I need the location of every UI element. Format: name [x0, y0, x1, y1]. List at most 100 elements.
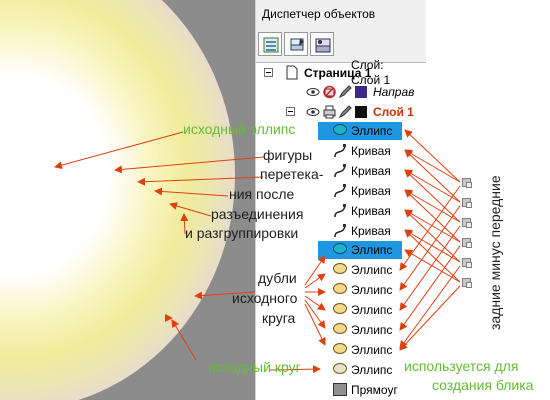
page-row[interactable]: Страница 1	[256, 63, 426, 83]
arrow	[404, 209, 461, 243]
arrow	[404, 169, 461, 203]
arrow	[304, 295, 326, 311]
annotation-intersection-2: ния после	[229, 186, 295, 202]
object-row-ellipse[interactable]: Эллипс	[256, 280, 426, 300]
object-row-curve[interactable]: Кривая	[256, 201, 426, 221]
curve-icon	[334, 184, 346, 198]
curve-icon	[334, 224, 346, 238]
object-label: Прямоуг	[351, 383, 398, 397]
printer-icon[interactable]	[323, 105, 336, 119]
arrow	[180, 213, 189, 235]
arrow	[137, 176, 264, 186]
panel-title: Диспетчер объектов	[256, 0, 426, 28]
drawing-canvas[interactable]	[0, 0, 255, 400]
source-circle	[0, 0, 235, 400]
layer-1-row[interactable]: Слой 1	[256, 102, 426, 122]
object-row-ellipse[interactable]: Эллипс	[256, 360, 426, 380]
arrow	[399, 265, 461, 349]
panel-toolbar: Слой: Слой 1	[256, 28, 426, 87]
arrow	[399, 245, 461, 331]
object-row-ellipse[interactable]: Эллипс	[256, 300, 426, 320]
ellipse-icon	[333, 243, 347, 254]
collapse-layer-toggle[interactable]	[286, 107, 295, 116]
object-row-ellipse[interactable]: Эллипс	[256, 260, 426, 280]
arrow	[154, 187, 229, 197]
back-minus-front-icon	[462, 198, 472, 208]
object-label: Эллипс	[351, 303, 393, 317]
pencil-icon[interactable]	[338, 85, 352, 99]
object-label: Кривая	[351, 144, 391, 158]
layer-manager-icon	[315, 38, 331, 53]
object-row-curve[interactable]: Кривая	[256, 221, 426, 241]
rectangle-icon	[333, 383, 347, 396]
back-minus-front-icon	[462, 238, 472, 248]
arrow	[404, 229, 461, 263]
collapse-page-toggle[interactable]	[264, 68, 273, 77]
object-label: Кривая	[351, 204, 391, 218]
page-icon	[286, 65, 298, 80]
properties-icon	[263, 37, 279, 53]
arrow	[171, 319, 197, 361]
object-row-ellipse[interactable]: Эллипс	[256, 340, 426, 360]
object-label: Кривая	[351, 224, 391, 238]
object-label: Эллипс	[351, 124, 393, 138]
pencil-icon[interactable]	[338, 105, 352, 119]
layer-label: Слой:	[351, 58, 384, 72]
layer-color-swatch	[355, 86, 367, 98]
curve-icon	[334, 204, 346, 218]
layer-manager-view-button[interactable]	[310, 32, 334, 56]
object-row-rectangle[interactable]: Прямоуг	[256, 380, 426, 400]
ellipse-icon	[333, 124, 347, 135]
page-label: Страница 1	[304, 66, 372, 80]
object-row-ellipse-selected[interactable]: Эллипс	[256, 240, 426, 260]
annotation-source-circle: исходный круг	[208, 359, 301, 375]
eye-icon[interactable]	[306, 107, 320, 117]
ellipse-icon	[333, 343, 347, 354]
object-label: Эллипс	[351, 243, 393, 257]
annotation-used-for-1: используется для	[404, 358, 519, 374]
object-row-curve[interactable]: Кривая	[256, 141, 426, 161]
ellipse-icon	[333, 263, 347, 274]
arrow	[404, 189, 461, 243]
annotation-dupes-3: круга	[262, 310, 296, 326]
no-print-icon[interactable]	[323, 85, 336, 99]
object-row-ellipse-source[interactable]: Эллипс	[256, 121, 426, 141]
arrow	[399, 185, 461, 271]
edit-across-layers-button[interactable]	[284, 32, 308, 56]
object-label: Эллипс	[351, 323, 393, 337]
guides-label: Направ	[373, 85, 415, 99]
ellipse-icon	[333, 323, 347, 334]
arrow	[404, 149, 461, 203]
back-minus-front-icon	[462, 178, 472, 188]
object-label: Кривая	[351, 184, 391, 198]
annotation-source-ellipse: исходный эллипс	[183, 121, 296, 137]
back-minus-front-icon	[462, 278, 472, 288]
object-row-curve[interactable]: Кривая	[256, 181, 426, 201]
annotation-used-for-2: создания блика	[432, 377, 534, 393]
object-row-ellipse[interactable]: Эллипс	[256, 320, 426, 340]
arrow	[404, 169, 461, 223]
object-label: Эллипс	[351, 263, 393, 277]
object-label: Эллипс	[351, 283, 393, 297]
current-layer-info: Слой: Слой 1	[351, 58, 390, 88]
back-minus-front-icon	[462, 218, 472, 228]
annotation-intersection-1: перетека-	[260, 166, 324, 182]
object-manager-panel: Диспетчер объектов Слой: Слой 1	[255, 0, 426, 400]
arrow	[404, 129, 461, 183]
object-row-curve[interactable]: Кривая	[256, 161, 426, 181]
layer-color-swatch	[355, 106, 367, 118]
show-properties-button[interactable]	[258, 32, 282, 56]
arrow	[194, 291, 256, 300]
guides-layer-row[interactable]: Направ	[256, 82, 426, 102]
annotation-dupes-2: исходного	[232, 290, 298, 306]
arrow	[114, 156, 265, 174]
layers-edit-icon	[290, 38, 304, 51]
eye-icon[interactable]	[306, 87, 320, 97]
arrow	[304, 255, 326, 286]
arrow	[304, 303, 326, 346]
arrow	[399, 285, 461, 351]
annotation-figures: фигуры	[263, 147, 313, 163]
arrow	[169, 202, 212, 217]
ellipse-icon	[333, 283, 347, 294]
arrow	[269, 365, 321, 374]
